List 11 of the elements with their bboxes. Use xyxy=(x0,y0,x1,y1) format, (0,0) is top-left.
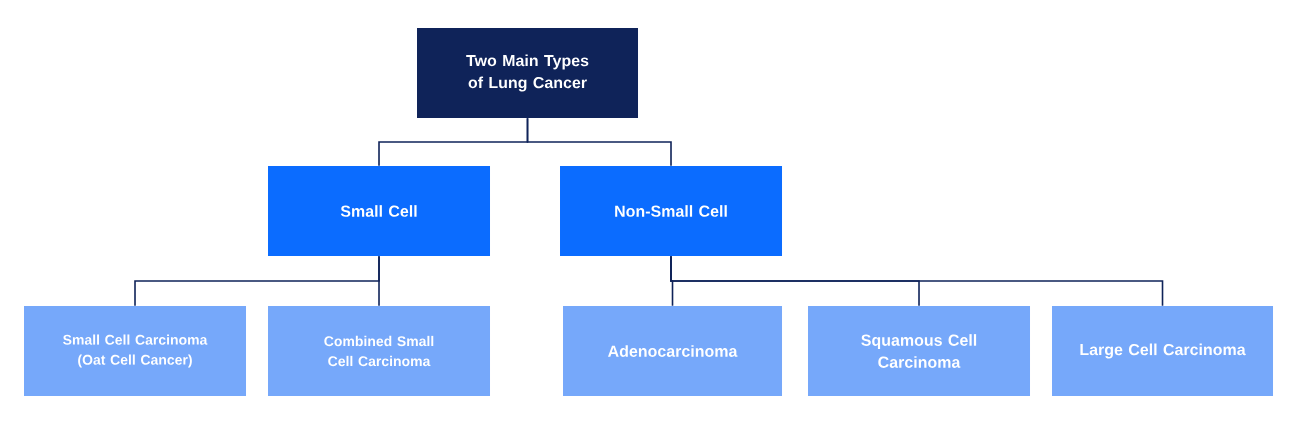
connector-line xyxy=(526,117,672,167)
connector-line xyxy=(378,255,380,307)
category-box: Squamous Cell Carcinoma xyxy=(808,306,1030,396)
connector-line xyxy=(670,255,1164,307)
category-box: Combined Small Cell Carcinoma xyxy=(268,306,490,396)
category-box: Adenocarcinoma xyxy=(563,306,782,396)
category-box: Large Cell Carcinoma xyxy=(1052,306,1273,396)
category-box: Two Main Types of Lung Cancer xyxy=(417,28,638,118)
category-box: Small Cell Carcinoma (Oat Cell Cancer) xyxy=(24,306,246,396)
category-box: Non-Small Cell xyxy=(560,166,782,256)
category-box: Small Cell xyxy=(268,166,490,256)
